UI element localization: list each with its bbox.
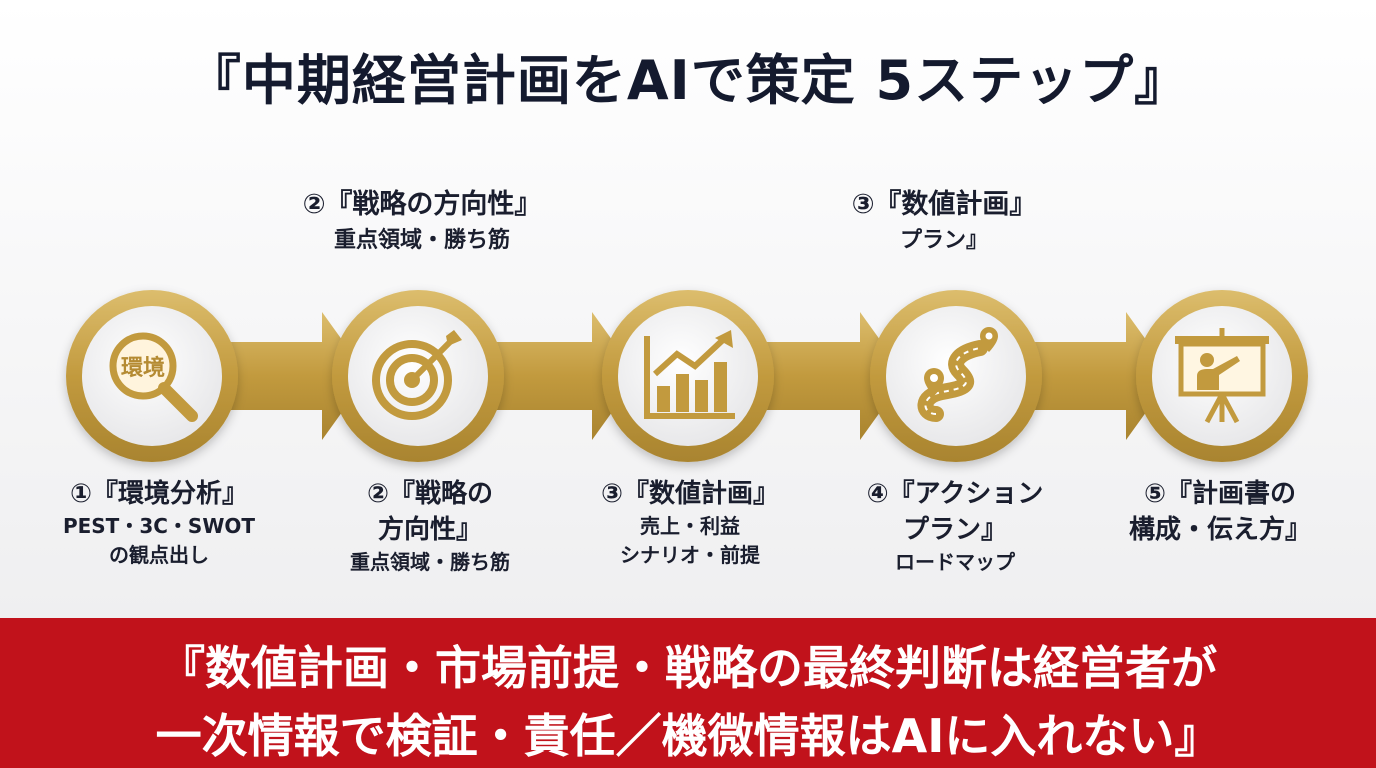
step-sub: の観点出し bbox=[109, 543, 209, 567]
step-3-label: ③『数値計画』 売上・利益 シナリオ・前提 bbox=[550, 476, 830, 570]
upper-label-numbers: ③『数値計画』 プラン』 bbox=[784, 186, 1104, 258]
upper-label-title: ②『戦略の方向性』 bbox=[302, 189, 542, 220]
upper-label-sub: プラン』 bbox=[899, 228, 988, 253]
step-4-label: ④『アクション プラン』 ロードマップ bbox=[815, 476, 1095, 577]
step-sub: 重点領域・勝ち筋 bbox=[350, 550, 510, 574]
step-1-label: ①『環境分析』 PEST・3C・SWOT の観点出し bbox=[19, 476, 299, 570]
upper-label-strategy: ②『戦略の方向性』 重点領域・勝ち筋 bbox=[262, 186, 582, 258]
magnifier-icon: 環境 bbox=[97, 324, 207, 434]
step-title: プラン』 bbox=[902, 515, 1007, 545]
target-icon bbox=[362, 322, 472, 432]
upper-label-sub: 重点領域・勝ち筋 bbox=[333, 228, 510, 253]
step-title: 方向性』 bbox=[377, 515, 482, 545]
step-5-label: ⑤『計画書の 構成・伝え方』 bbox=[1080, 476, 1360, 548]
roadmap-icon bbox=[902, 322, 1012, 432]
step-sub: 売上・利益 bbox=[640, 514, 740, 538]
banner-line-1: 『数値計画・市場前提・戦略の最終判断は経営者が bbox=[159, 641, 1217, 695]
step-title: ①『環境分析』 bbox=[69, 479, 248, 509]
step-title: 構成・伝え方』 bbox=[1128, 515, 1311, 545]
step-sub: シナリオ・前提 bbox=[620, 543, 760, 567]
warning-banner: 『数値計画・市場前提・戦略の最終判断は経営者が 一次情報で検証・責任／機微情報は… bbox=[0, 618, 1376, 768]
step-title: ⑤『計画書の bbox=[1143, 479, 1296, 509]
step-sub: ロードマップ bbox=[895, 550, 1015, 574]
flow-arrow bbox=[758, 312, 906, 440]
bar-chart-icon bbox=[633, 324, 743, 434]
magnifier-icon-label: 環境 bbox=[121, 355, 165, 381]
step-2-label: ②『戦略の 方向性』 重点領域・勝ち筋 bbox=[290, 476, 570, 577]
presentation-icon bbox=[1167, 322, 1277, 432]
step-title: ④『アクション bbox=[866, 479, 1044, 509]
flow-arrow bbox=[222, 312, 368, 440]
banner-line-2: 一次情報で検証・責任／機微情報はAIに入れない』 bbox=[155, 709, 1221, 763]
step-title: ③『数値計画』 bbox=[600, 479, 779, 509]
step-sub: PEST・3C・SWOT bbox=[62, 514, 256, 538]
upper-label-title: ③『数値計画』 bbox=[851, 189, 1037, 220]
flow-arrow bbox=[488, 312, 638, 440]
page-title: 『中期経営計画をAIで策定 5ステップ』 bbox=[186, 49, 1190, 112]
step-title: ②『戦略の bbox=[366, 479, 493, 509]
flow-arrow bbox=[1026, 312, 1172, 440]
